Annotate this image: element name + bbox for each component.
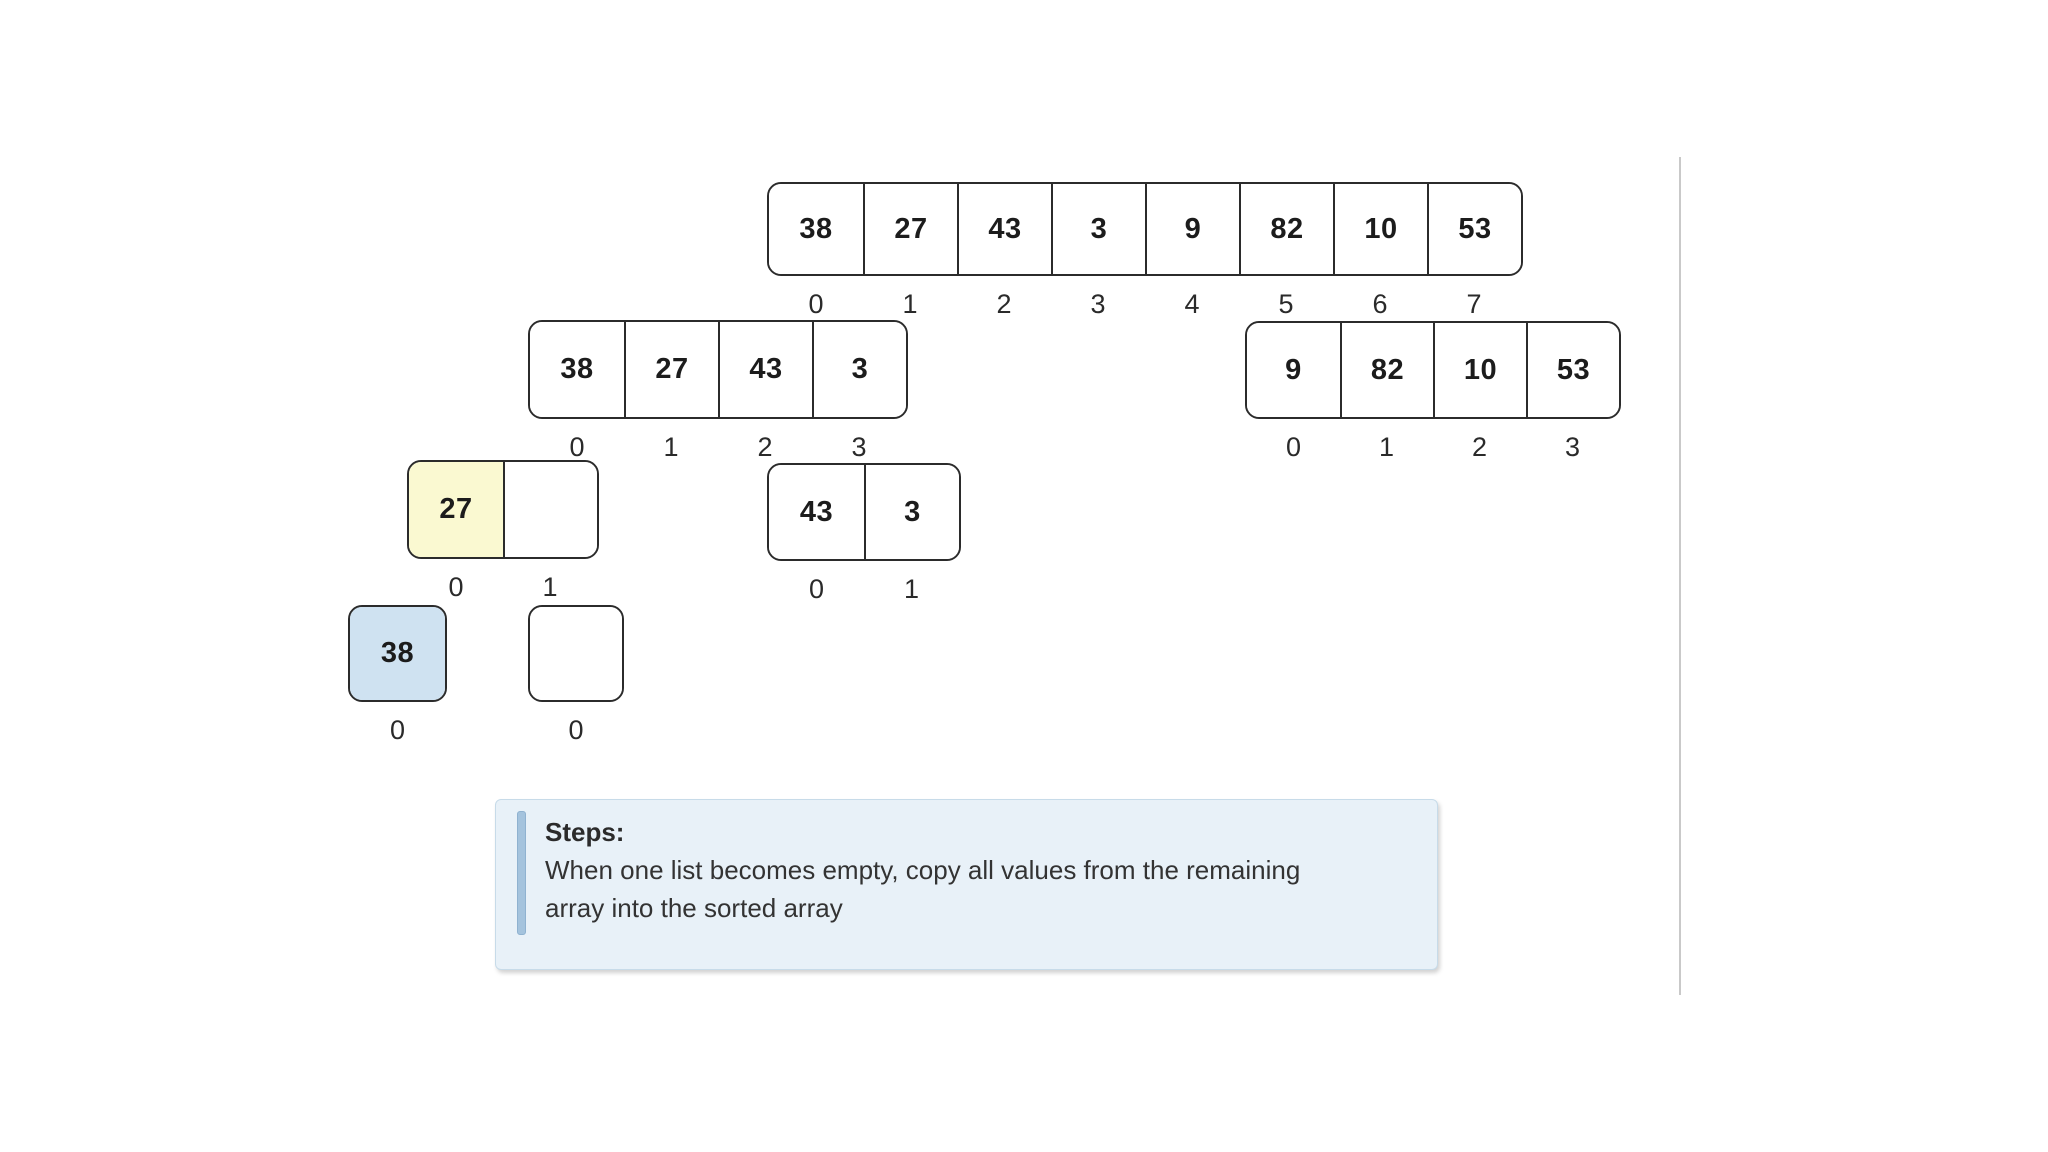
array-cell: 3 bbox=[812, 322, 906, 417]
array-cell bbox=[503, 462, 597, 557]
index-label: 2 bbox=[996, 289, 1012, 319]
array-box-level3_left: 27 bbox=[407, 460, 599, 559]
array-box-level2_left: 38 27 43 3 bbox=[528, 320, 908, 419]
array-cell-value: 9 bbox=[1184, 212, 1202, 245]
array-cell bbox=[530, 607, 622, 700]
array-cell: 27 bbox=[624, 322, 718, 417]
array-cell: 53 bbox=[1427, 184, 1521, 274]
index-label: 3 bbox=[1564, 432, 1581, 462]
array-cell-value: 3 bbox=[1090, 212, 1108, 245]
array-cell-value: 27 bbox=[439, 493, 473, 525]
index-label: 0 bbox=[1285, 432, 1302, 462]
steps-line-2: array into the sorted array bbox=[545, 893, 843, 923]
index-label: 0 bbox=[389, 715, 406, 745]
index-label: 3 bbox=[851, 432, 867, 462]
index-label: 1 bbox=[903, 574, 920, 604]
steps-line-1: When one list becomes empty, copy all va… bbox=[545, 855, 1301, 885]
array-cell-value: 38 bbox=[799, 212, 833, 245]
index-row: 0 bbox=[350, 715, 447, 746]
array-cell-value: 53 bbox=[1556, 353, 1591, 386]
index-label: 2 bbox=[757, 432, 773, 462]
array-group-level2_left: 38 27 43 3 0 1 2 3 bbox=[528, 320, 908, 463]
array-group-top: 38 27 43 3 9 82 10 53 0 1 2 3 4 5 6 7 bbox=[767, 182, 1523, 320]
array-cell-value: 10 bbox=[1364, 212, 1398, 245]
index-label: 4 bbox=[1184, 289, 1200, 319]
array-cell: 38 bbox=[350, 607, 445, 700]
index-label: 5 bbox=[1278, 289, 1294, 319]
array-cell: 53 bbox=[1526, 323, 1619, 417]
array-cell-value: 9 bbox=[1285, 353, 1302, 386]
array-cell: 43 bbox=[718, 322, 812, 417]
array-cell: 43 bbox=[769, 465, 864, 559]
array-cell: 82 bbox=[1239, 184, 1333, 274]
index-label: 7 bbox=[1466, 289, 1482, 319]
index-label: 2 bbox=[1471, 432, 1488, 462]
array-cell: 10 bbox=[1433, 323, 1526, 417]
array-cell-value: 27 bbox=[894, 212, 928, 245]
index-label: 3 bbox=[1090, 289, 1106, 319]
array-cell-value: 82 bbox=[1270, 212, 1304, 245]
index-label: 0 bbox=[808, 289, 824, 319]
array-box-level3_right: 43 3 bbox=[767, 463, 961, 561]
array-cell-value: 82 bbox=[1370, 353, 1405, 386]
steps-title: Steps: bbox=[545, 817, 625, 847]
steps-text-block: Steps: When one list becomes empty, copy… bbox=[545, 813, 1405, 927]
array-cell: 9 bbox=[1247, 323, 1340, 417]
array-cell: 82 bbox=[1340, 323, 1433, 417]
array-box-level4_left: 38 bbox=[348, 605, 447, 702]
array-cell-value: 38 bbox=[560, 353, 594, 385]
array-cell: 10 bbox=[1333, 184, 1427, 274]
index-row: 0 1 2 3 bbox=[1247, 432, 1621, 463]
array-box-level2_right: 9 82 10 53 bbox=[1245, 321, 1621, 419]
array-cell: 9 bbox=[1145, 184, 1239, 274]
array-box-top: 38 27 43 3 9 82 10 53 bbox=[767, 182, 1523, 276]
index-label: 0 bbox=[808, 574, 825, 604]
array-cell: 38 bbox=[769, 184, 863, 274]
array-cell-value: 3 bbox=[904, 495, 921, 528]
array-cell: 3 bbox=[864, 465, 959, 559]
index-label: 1 bbox=[542, 572, 558, 602]
array-group-level2_right: 9 82 10 53 0 1 2 3 bbox=[1245, 321, 1621, 463]
array-cell-value: 43 bbox=[749, 353, 783, 385]
array-cell-value: 10 bbox=[1463, 353, 1498, 386]
array-cell-value: 43 bbox=[988, 212, 1022, 245]
array-cell: 27 bbox=[409, 462, 503, 557]
index-label: 1 bbox=[1378, 432, 1395, 462]
content-divider-line bbox=[1679, 157, 1681, 995]
array-cell-value: 38 bbox=[380, 637, 415, 669]
array-cell-value: 3 bbox=[851, 353, 869, 385]
array-cell-value: 43 bbox=[799, 495, 834, 528]
array-box-level4_right bbox=[528, 605, 624, 702]
array-cell: 3 bbox=[1051, 184, 1145, 274]
array-group-level4_right: 0 bbox=[528, 605, 624, 746]
index-row: 0 1 2 3 bbox=[530, 432, 908, 463]
index-label: 0 bbox=[568, 715, 584, 745]
steps-accent-bar bbox=[517, 811, 526, 935]
array-cell-value: 27 bbox=[655, 353, 689, 385]
index-label: 1 bbox=[902, 289, 918, 319]
index-label: 6 bbox=[1372, 289, 1388, 319]
index-row: 0 1 2 3 4 5 6 7 bbox=[769, 289, 1523, 320]
index-row: 0 bbox=[530, 715, 624, 746]
steps-panel: Steps: When one list becomes empty, copy… bbox=[495, 799, 1438, 970]
array-cell: 43 bbox=[957, 184, 1051, 274]
array-cell: 38 bbox=[530, 322, 624, 417]
array-cell: 27 bbox=[863, 184, 957, 274]
array-cell-value: 53 bbox=[1458, 212, 1492, 245]
index-label: 1 bbox=[663, 432, 679, 462]
index-label: 0 bbox=[569, 432, 585, 462]
index-label: 0 bbox=[448, 572, 464, 602]
array-group-level4_left: 38 0 bbox=[348, 605, 447, 746]
